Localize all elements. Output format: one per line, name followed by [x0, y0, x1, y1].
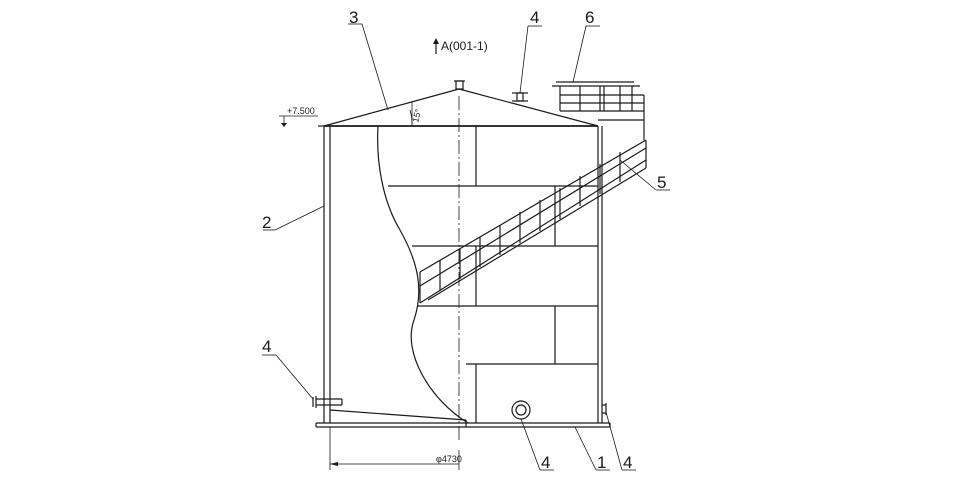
- callout-6: 6: [585, 8, 594, 27]
- callout-2: 2: [262, 213, 271, 232]
- tank-bottom: [315, 409, 611, 428]
- callout-4-top: 4: [530, 8, 539, 27]
- platform-railing: [552, 81, 645, 140]
- callout-4-left: 4: [262, 337, 271, 356]
- callout-4-bottom: 4: [541, 453, 550, 472]
- leader-lines: [262, 23, 670, 471]
- callout-3: 3: [349, 8, 358, 27]
- top-nozzle: [512, 92, 528, 102]
- roof-angle-label: 15°: [410, 107, 423, 123]
- callout-1: 1: [597, 453, 606, 472]
- elevation-marker: [279, 115, 318, 127]
- section-view-label: A(001-1): [441, 39, 488, 53]
- roof: [318, 80, 599, 127]
- stair: [419, 139, 647, 304]
- left-nozzle: [312, 396, 343, 408]
- callout-4-right: 4: [623, 453, 632, 472]
- elevation-label: +7.500: [287, 106, 315, 116]
- callout-5: 5: [657, 173, 666, 192]
- diameter-label: φ4730: [436, 454, 462, 464]
- diameter-dimension: [329, 427, 460, 470]
- tank-shell: [323, 125, 603, 424]
- section-arrow: [433, 38, 439, 54]
- front-nozzle: [511, 400, 531, 420]
